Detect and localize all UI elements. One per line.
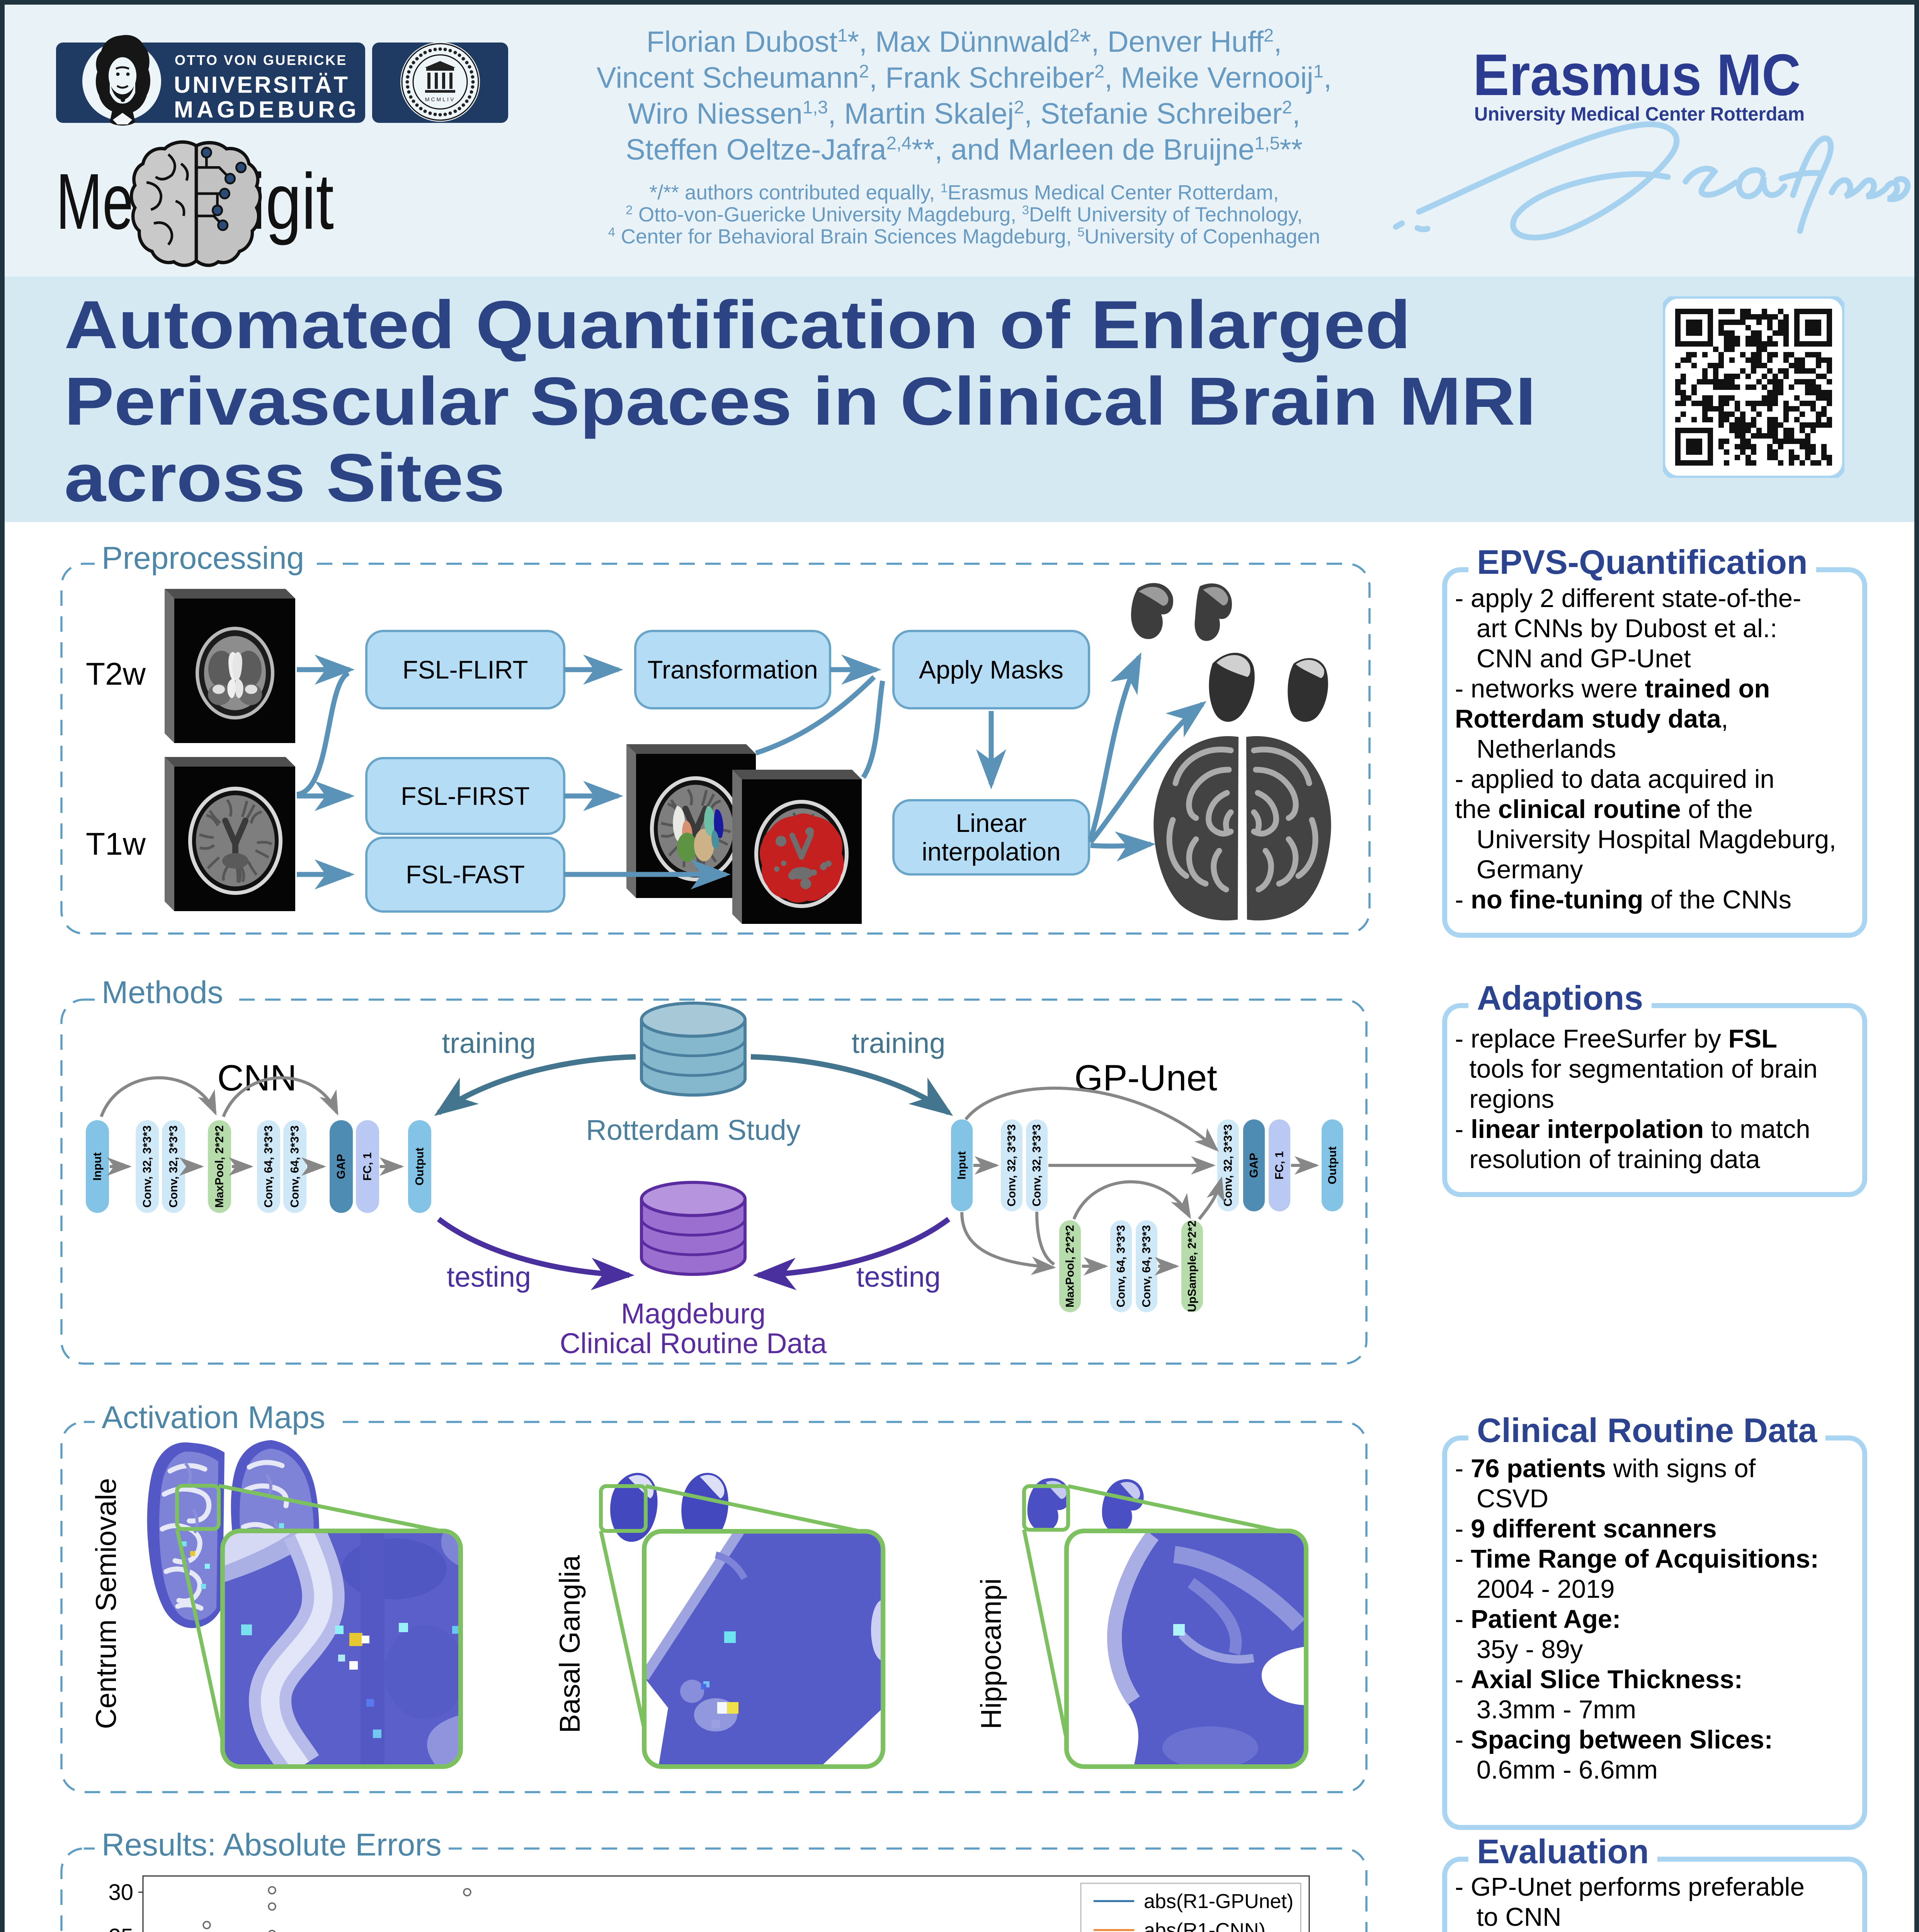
svg-text:testing: testing [856,1261,941,1293]
svg-text:FSL-FIRST: FSL-FIRST [401,782,530,810]
svg-text:Apply Masks: Apply Masks [919,655,1063,684]
svg-text:MaxPool, 2*2*2: MaxPool, 2*2*2 [213,1125,226,1208]
svg-text:Conv, 32, 3*3*3: Conv, 32, 3*3*3 [167,1126,180,1208]
svg-text:FSL-FAST: FSL-FAST [406,860,525,889]
svg-text:FSL-FLIRT: FSL-FLIRT [402,655,528,684]
svg-text:Hippocampi: Hippocampi [975,1578,1007,1730]
svg-text:Transformation: Transformation [647,655,818,684]
svg-text:30: 30 [108,1880,133,1905]
svg-text:Conv, 32, 3*3*3: Conv, 32, 3*3*3 [1031,1124,1043,1207]
svg-text:Linear: Linear [956,809,1026,837]
svg-text:Me: Me [56,157,133,246]
svg-text:UNIVERSITÄT: UNIVERSITÄT [174,72,350,98]
svg-text:Conv, 32, 3*3*3: Conv, 32, 3*3*3 [1005,1124,1018,1207]
svg-text:Conv, 32, 3*3*3: Conv, 32, 3*3*3 [1222,1124,1235,1207]
svg-text:FC, 1: FC, 1 [361,1152,374,1180]
svg-text:GAP: GAP [335,1154,348,1179]
svg-text:GAP: GAP [1248,1153,1261,1178]
svg-text:UpSample, 2*2*2: UpSample, 2*2*2 [1186,1221,1199,1312]
svg-text:Conv, 64, 3*3*3: Conv, 64, 3*3*3 [1140,1225,1153,1308]
svg-text:abs(R1-CNN): abs(R1-CNN) [1144,1919,1266,1932]
svg-text:MaxPool, 2*2*2: MaxPool, 2*2*2 [1064,1225,1077,1307]
svg-text:MCMLIV: MCMLIV [425,96,455,102]
svg-text:training: training [852,1027,946,1059]
svg-text:T2w: T2w [86,656,146,692]
svg-text:Conv, 32, 3*3*3: Conv, 32, 3*3*3 [141,1126,154,1208]
svg-text:Conv, 64, 3*3*3: Conv, 64, 3*3*3 [289,1126,301,1208]
svg-text:MAGDEBURG: MAGDEBURG [174,97,360,122]
svg-text:FC, 1: FC, 1 [1273,1151,1286,1179]
svg-text:Conv, 64, 3*3*3: Conv, 64, 3*3*3 [1115,1225,1128,1308]
svg-text:University Medical Center Rott: University Medical Center Rotterdam [1474,103,1805,125]
svg-text:igit: igit [251,157,334,246]
svg-text:Output: Output [1326,1146,1339,1184]
svg-text:Conv, 64, 3*3*3: Conv, 64, 3*3*3 [262,1126,275,1208]
svg-text:OTTO VON GUERICKE: OTTO VON GUERICKE [175,52,347,68]
svg-text:testing: testing [447,1261,531,1293]
svg-text:training: training [442,1027,536,1059]
svg-text:25: 25 [108,1924,133,1932]
svg-text:Clinical Routine Data: Clinical Routine Data [560,1327,827,1359]
svg-text:Centrum Semiovale: Centrum Semiovale [90,1478,122,1729]
svg-text:Input: Input [91,1152,104,1180]
svg-text:interpolation: interpolation [922,837,1061,866]
svg-text:Output: Output [413,1148,426,1185]
svg-text:Magdeburg: Magdeburg [621,1298,766,1330]
svg-text:Input: Input [956,1151,968,1179]
svg-text:T1w: T1w [86,827,146,862]
svg-text:abs(R1-GPUnet): abs(R1-GPUnet) [1144,1890,1293,1913]
svg-text:Rotterdam Study: Rotterdam Study [586,1114,800,1146]
svg-text:Erasmus MC: Erasmus MC [1473,42,1801,108]
svg-text:Basal Ganglia: Basal Ganglia [554,1555,586,1733]
